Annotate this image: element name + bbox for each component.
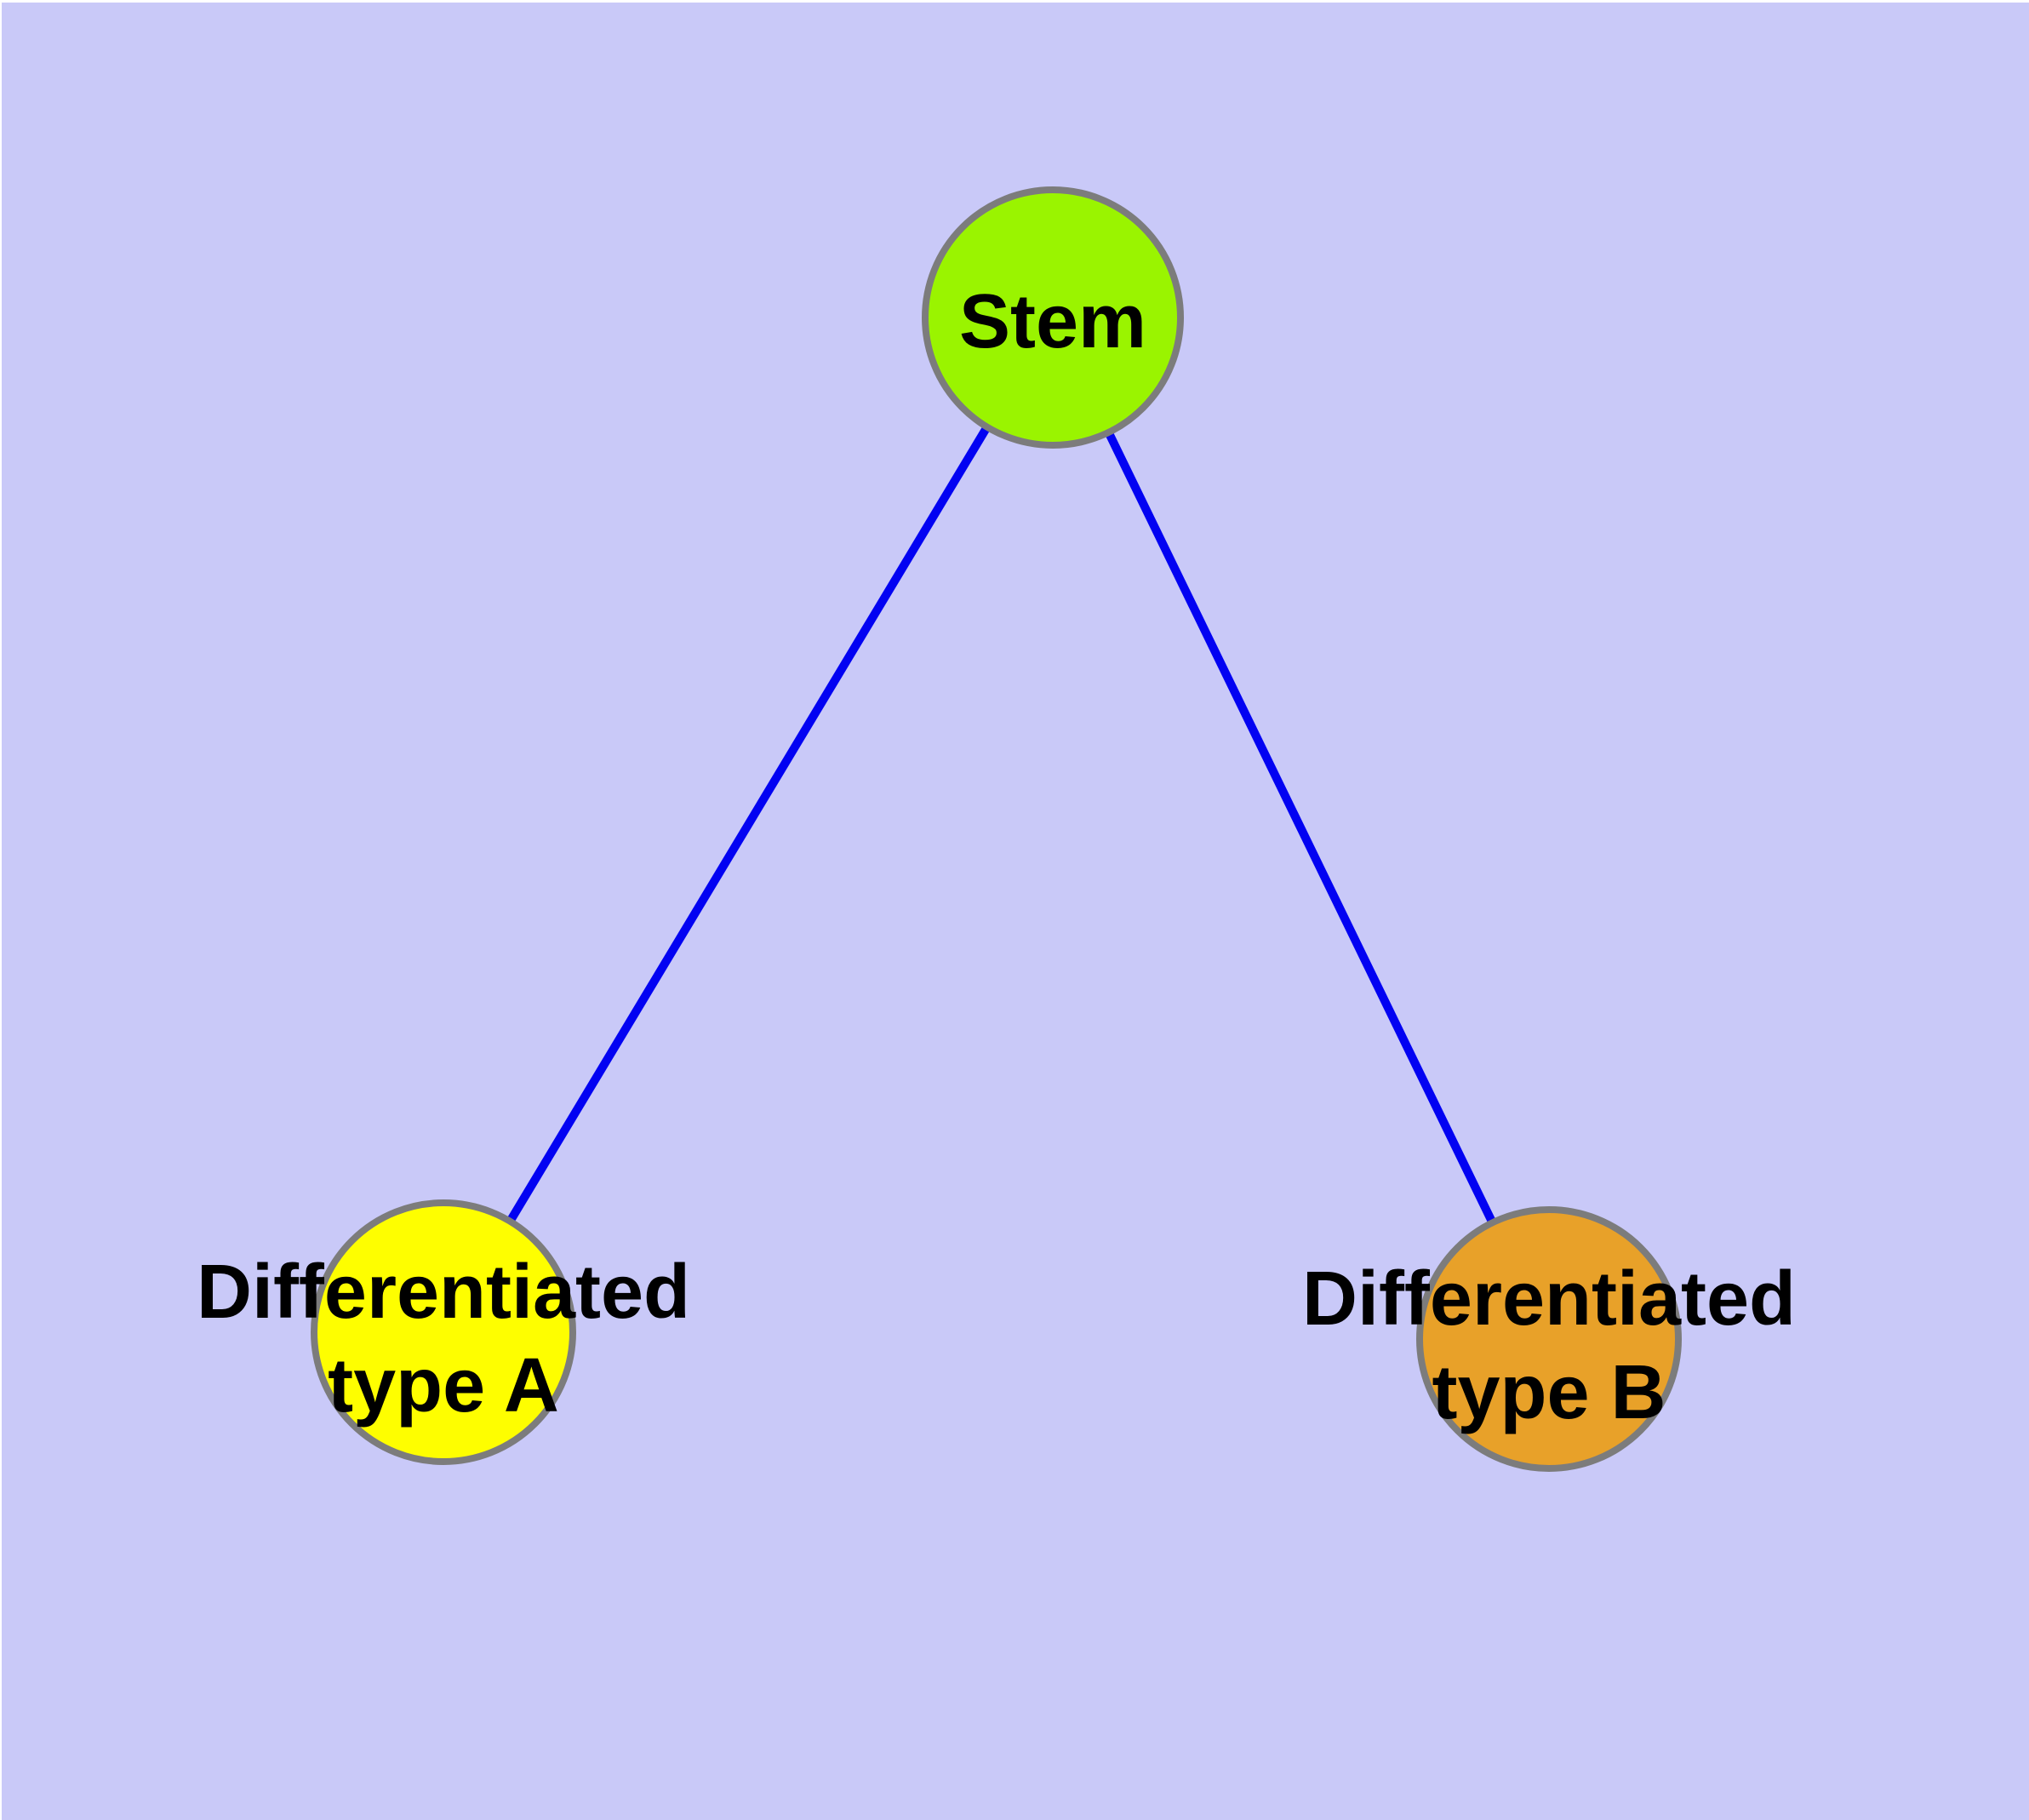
node-stem-circle: [922, 186, 1184, 449]
node-stem: Stem: [922, 186, 1184, 449]
node-differentiated-type-a: Differentiated type A: [197, 1199, 690, 1465]
node-differentiated-type-a-circle: [311, 1199, 576, 1465]
node-differentiated-type-a-label-line1: Differentiated: [197, 1250, 690, 1335]
edge-stem-to-type-a: [439, 313, 1057, 1336]
node-differentiated-type-b-label-line2: type B: [1432, 1350, 1666, 1435]
node-differentiated-type-b: Differentiated type B: [1302, 1206, 1796, 1472]
edge-stem-to-type-b: [1049, 313, 1553, 1343]
node-stem-label: Stem: [959, 279, 1146, 364]
node-differentiated-type-b-label-line1: Differentiated: [1302, 1256, 1796, 1342]
node-differentiated-type-b-circle: [1416, 1206, 1682, 1472]
node-differentiated-type-a-label-line2: type A: [328, 1343, 559, 1428]
